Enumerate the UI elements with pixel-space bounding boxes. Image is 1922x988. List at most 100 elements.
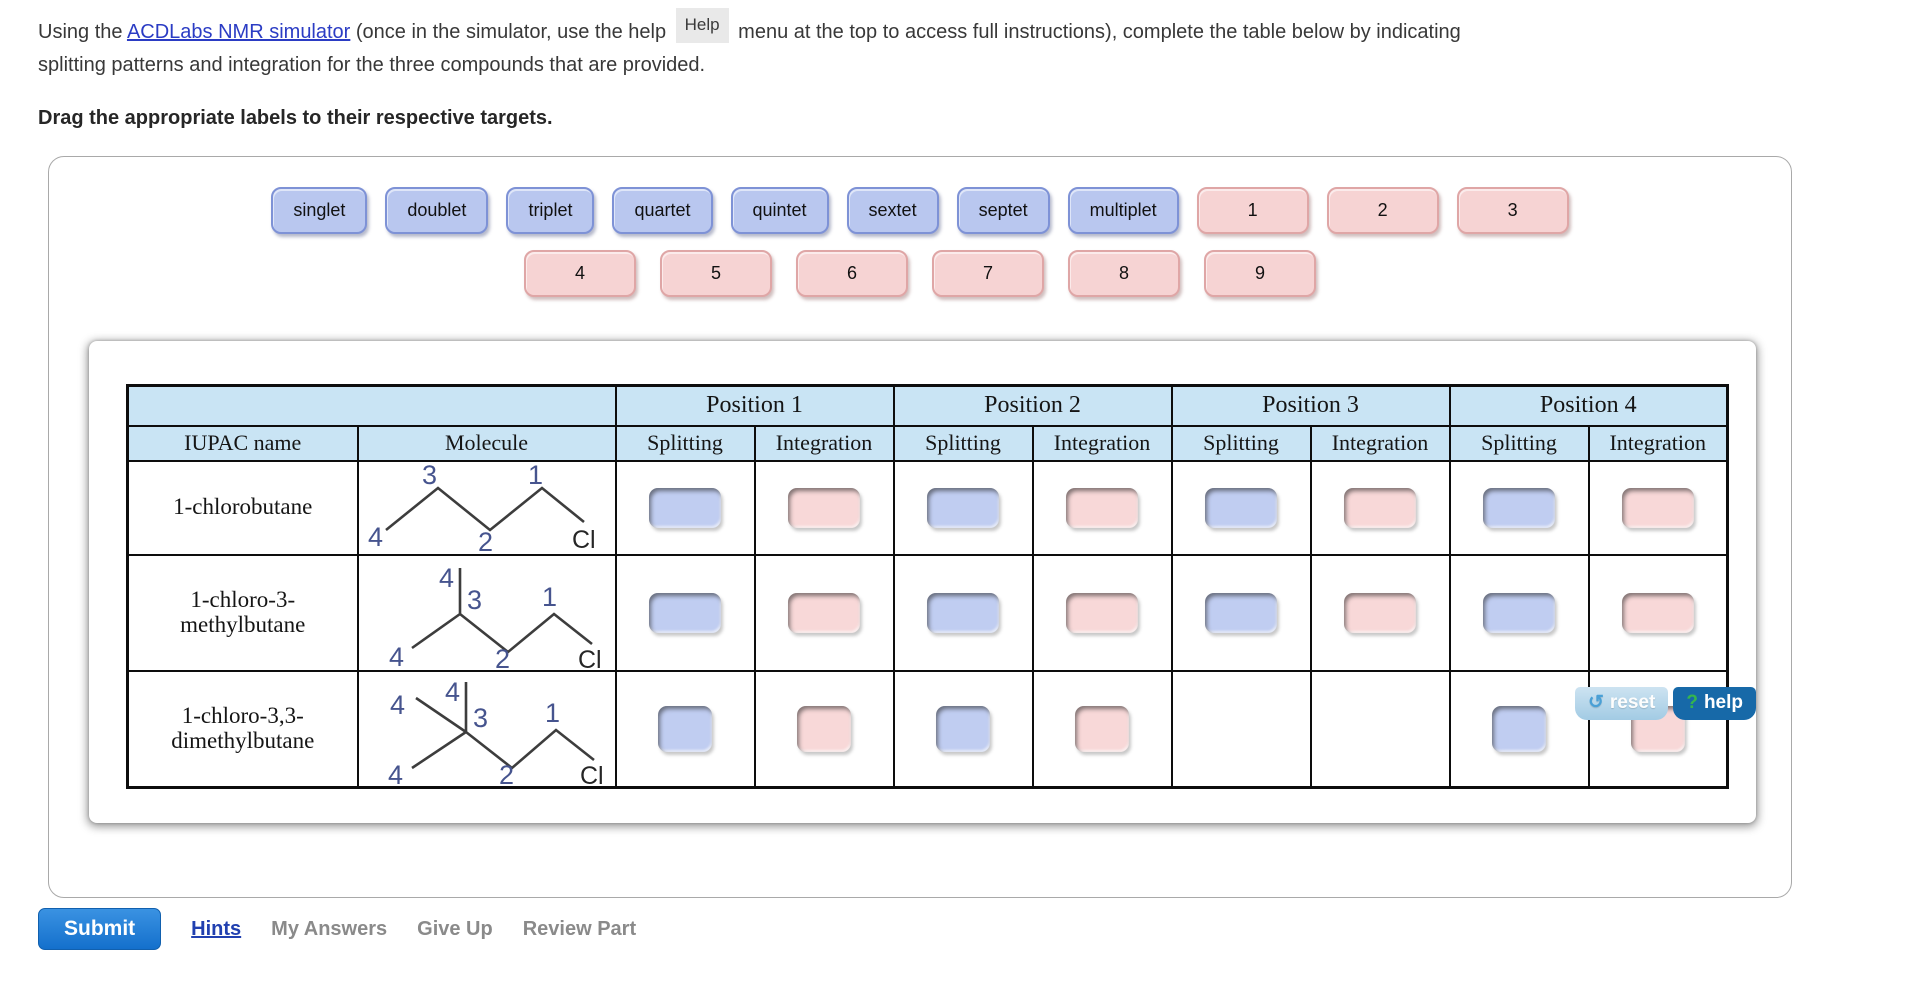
position-2-header: Position 2 <box>892 384 1173 427</box>
drop-target-splitting-r1-p2[interactable] <box>927 487 999 528</box>
compound-name: 1-chlorobutane <box>173 494 313 520</box>
position-4-header: Position 4 <box>1448 384 1729 427</box>
drop-target-splitting-r2-p1[interactable] <box>649 592 721 633</box>
label-chip-quartet[interactable]: quartet <box>612 187 713 234</box>
molecule-structure-1-chloro-3-3-dimethylbutane: 4 4 4 3 2 1 Cl <box>388 677 604 786</box>
label-chip-triplet[interactable]: triplet <box>506 187 595 234</box>
drop-target-integration-r1-p2[interactable] <box>1066 487 1138 528</box>
compound-name-line1: 1-chloro-3,3- <box>181 702 304 728</box>
molecule-cell-1-chloro-3-methylbutane: 4 3 4 2 1 Cl <box>356 553 617 672</box>
drop-target-integration-r1-p1[interactable] <box>788 487 860 528</box>
acdlabs-nmr-simulator-link[interactable]: ACDLabs NMR simulator <box>126 21 351 43</box>
blank-header-cell <box>126 384 617 427</box>
atom-number-4-upper-left: 4 <box>390 690 405 720</box>
iupac-name-1-chloro-3-methylbutane: 1-chloro-3- methylbutane <box>126 553 359 672</box>
help-button[interactable]: ? help <box>1673 687 1756 720</box>
drag-drop-panel: singlet doublet triplet quartet quintet … <box>48 156 1792 898</box>
reset-button[interactable]: ↺ reset <box>1574 687 1669 720</box>
iupac-name-1-chloro-3-3-dimethylbutane: 1-chloro-3,3- dimethylbutane <box>126 669 359 788</box>
drop-target-splitting-r2-p3[interactable] <box>1205 592 1277 633</box>
atom-number-4-bottom: 4 <box>389 642 404 670</box>
label-chip-septet[interactable]: septet <box>956 187 1050 234</box>
drop-target-splitting-r3-p4[interactable] <box>1492 705 1546 752</box>
label-chip-sextet[interactable]: sextet <box>846 187 939 234</box>
position-3-header: Position 3 <box>1170 384 1451 427</box>
label-chip-5[interactable]: 5 <box>660 250 772 297</box>
chlorine-label: Cl <box>580 762 604 786</box>
drop-target-integration-r2-p3[interactable] <box>1344 592 1416 633</box>
atom-number-4: 4 <box>368 522 383 552</box>
instruction-prefix: Using the <box>38 21 127 43</box>
drop-target-splitting-r1-p4[interactable] <box>1483 487 1555 528</box>
molecule-cell-1-chloro-3-3-dimethylbutane: 4 4 4 3 2 1 Cl <box>356 669 617 788</box>
help-menu-badge: Help <box>675 8 729 43</box>
atom-number-1: 1 <box>542 582 557 612</box>
molecule-cell-1-chlorobutane: 3 1 4 2 Cl <box>356 459 617 556</box>
review-part-link[interactable]: Review Part <box>522 917 637 940</box>
integration-header-p3: Integration <box>1309 424 1451 462</box>
label-chip-8[interactable]: 8 <box>1068 250 1180 297</box>
compound-name-line1: 1-chloro-3- <box>190 586 296 612</box>
give-up-link[interactable]: Give Up <box>417 917 493 940</box>
position-header-row: Position 1 Position 2 Position 3 Positio… <box>126 384 1729 427</box>
atom-number-4-top: 4 <box>439 563 454 593</box>
iupac-name-header: IUPAC name <box>126 424 359 462</box>
drop-target-splitting-r2-p4[interactable] <box>1483 592 1555 633</box>
iupac-name-1-chlorobutane: 1-chlorobutane <box>126 459 359 556</box>
drop-target-integration-r1-p4[interactable] <box>1621 487 1694 528</box>
empty-cell-splitting-r3-p3 <box>1170 669 1312 788</box>
splitting-header-p4: Splitting <box>1448 424 1590 462</box>
label-chip-row-2: 4 5 6 7 8 9 <box>49 250 1791 297</box>
label-chip-row-1: singlet doublet triplet quartet quintet … <box>49 187 1791 234</box>
label-chip-doublet[interactable]: doublet <box>385 187 489 234</box>
label-chip-multiplet[interactable]: multiplet <box>1067 187 1179 234</box>
label-chip-2[interactable]: 2 <box>1326 187 1439 234</box>
label-chip-6[interactable]: 6 <box>796 250 908 297</box>
splitting-header-p1: Splitting <box>614 424 756 462</box>
instruction-suffix: menu at the top to access full instructi… <box>732 21 1461 43</box>
drop-target-splitting-r1-p1[interactable] <box>649 487 721 528</box>
label-chip-7[interactable]: 7 <box>932 250 1044 297</box>
drop-target-integration-r2-p2[interactable] <box>1066 592 1138 633</box>
drop-target-splitting-r2-p2[interactable] <box>927 592 999 633</box>
drop-target-integration-r2-p1[interactable] <box>788 592 860 633</box>
label-chip-1[interactable]: 1 <box>1196 187 1309 234</box>
empty-cell-integration-r3-p3 <box>1309 669 1451 788</box>
atom-number-3: 3 <box>422 462 437 490</box>
submit-button[interactable]: Submit <box>38 908 162 950</box>
table-row-1-chlorobutane: 1-chlorobutane 3 1 4 2 Cl <box>126 459 1729 556</box>
atom-number-2: 2 <box>478 527 493 554</box>
drop-target-integration-r3-p1[interactable] <box>797 705 851 752</box>
drop-target-splitting-r3-p1[interactable] <box>658 705 712 752</box>
label-chip-4[interactable]: 4 <box>524 250 636 297</box>
hints-link[interactable]: Hints <box>191 917 242 940</box>
label-chip-9[interactable]: 9 <box>1204 250 1316 297</box>
molecule-structure-1-chlorobutane: 3 1 4 2 Cl <box>368 462 596 554</box>
chlorine-label: Cl <box>578 646 602 670</box>
drop-target-integration-r1-p3[interactable] <box>1344 487 1416 528</box>
drop-target-integration-r3-p2[interactable] <box>1075 705 1129 752</box>
position-1-header: Position 1 <box>614 384 895 427</box>
column-header-row: IUPAC name Molecule Splitting Integratio… <box>126 424 1729 462</box>
atom-number-1: 1 <box>528 462 543 490</box>
label-chip-quintet[interactable]: quintet <box>730 187 829 234</box>
atom-number-4-lower-left: 4 <box>388 760 403 786</box>
drop-target-splitting-r1-p3[interactable] <box>1205 487 1277 528</box>
instruction-line2: splitting patterns and integration for t… <box>38 54 706 76</box>
molecule-header: Molecule <box>356 424 617 462</box>
integration-header-p4: Integration <box>1587 424 1729 462</box>
label-chip-singlet[interactable]: singlet <box>271 187 368 234</box>
compound-name-line2: dimethylbutane <box>171 727 315 753</box>
atom-number-1: 1 <box>545 698 560 728</box>
molecule-structure-1-chloro-3-methylbutane: 4 3 4 2 1 Cl <box>389 563 602 670</box>
drop-target-integration-r2-p4[interactable] <box>1621 592 1694 633</box>
atom-number-2: 2 <box>499 760 514 786</box>
atom-number-3: 3 <box>467 585 482 615</box>
label-chip-3[interactable]: 3 <box>1456 187 1569 234</box>
drop-target-splitting-r3-p2[interactable] <box>936 705 990 752</box>
instruction-paragraph: Using the ACDLabs NMR simulator (once in… <box>38 8 1898 79</box>
my-answers-link[interactable]: My Answers <box>271 917 388 940</box>
panel-button-row: ↺ reset ? help <box>89 687 1756 720</box>
splitting-header-p2: Splitting <box>892 424 1034 462</box>
table-row-1-chloro-3-methylbutane: 1-chloro-3- methylbutane 4 3 4 2 1 Cl <box>126 553 1729 672</box>
